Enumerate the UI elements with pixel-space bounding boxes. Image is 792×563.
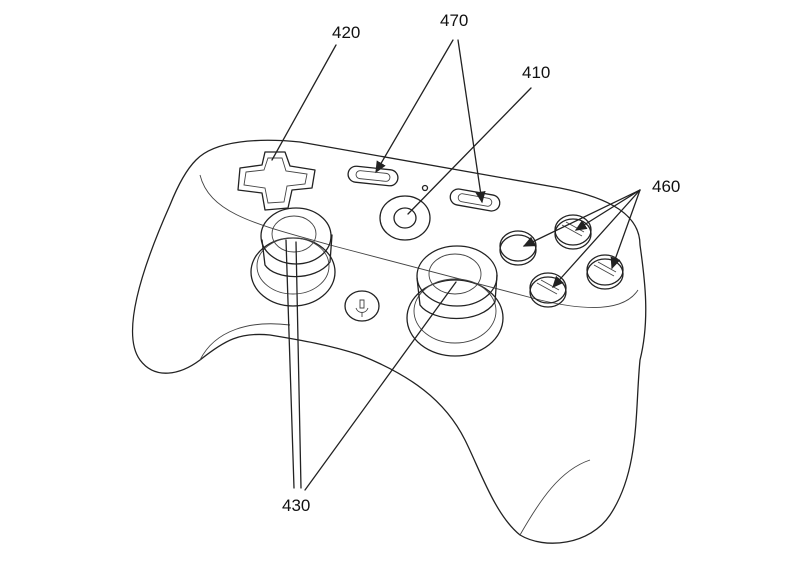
right-thumbstick <box>406 245 504 357</box>
label-420: 420 <box>332 23 360 42</box>
leader-430-a <box>285 239 295 489</box>
leader-lines <box>271 39 641 491</box>
leader-460-b <box>574 189 641 231</box>
mic-button <box>344 290 380 322</box>
leader-470-b <box>457 39 486 204</box>
label-430: 430 <box>282 496 310 515</box>
label-470: 470 <box>440 11 468 30</box>
dpad <box>237 151 316 211</box>
leader-430-c <box>304 281 457 491</box>
leader-460-c <box>552 189 641 288</box>
label-460: 460 <box>652 177 680 196</box>
leader-410 <box>407 87 532 215</box>
leader-460-a <box>522 189 641 247</box>
left-thumbstick <box>250 207 336 307</box>
leader-470-a <box>375 39 454 174</box>
leader-430-b <box>295 241 302 489</box>
leader-460-d <box>610 189 641 270</box>
leader-420 <box>271 44 337 161</box>
label-410: 410 <box>522 63 550 82</box>
home-button <box>379 195 431 241</box>
